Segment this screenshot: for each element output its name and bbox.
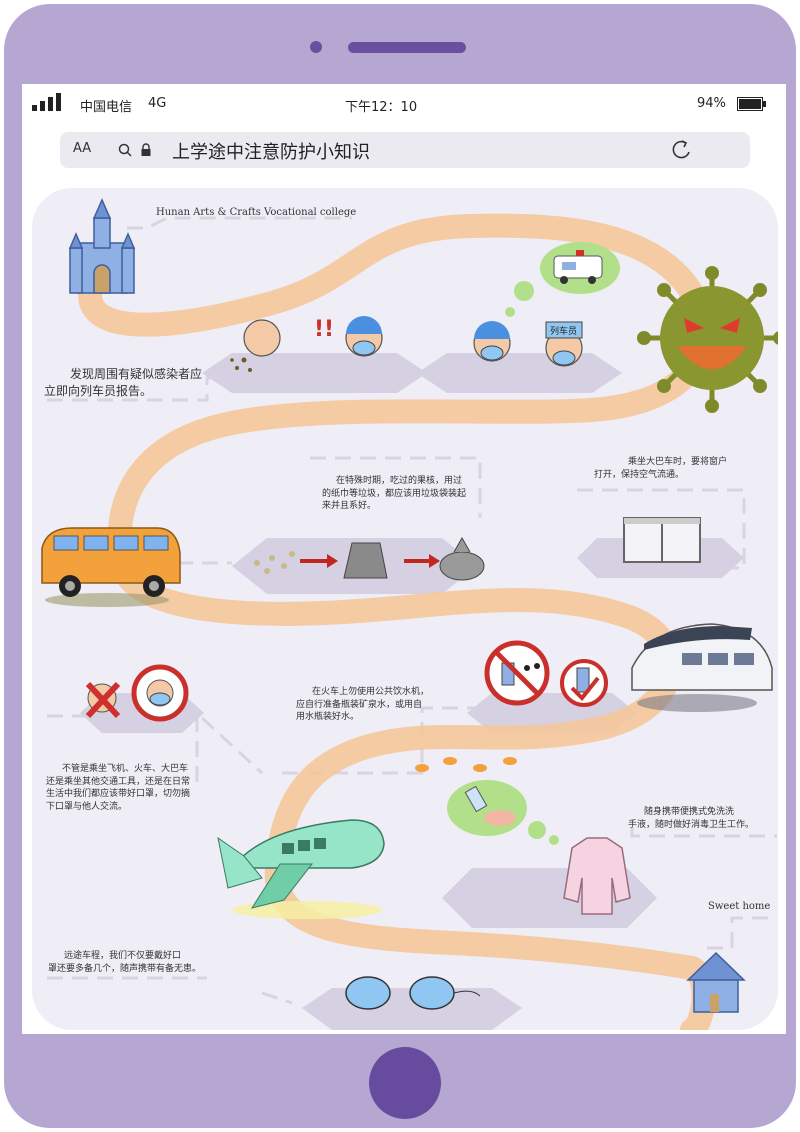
reload-icon[interactable] bbox=[670, 138, 694, 166]
route-art: !! 列车员 bbox=[41, 198, 778, 1030]
ambulance-thought-icon bbox=[505, 242, 620, 317]
bus-window-icon bbox=[623, 517, 701, 563]
address-bar[interactable]: AA 上学途中注意防护小知识 bbox=[60, 132, 750, 168]
hand-sanitizer-thought-icon bbox=[447, 780, 559, 845]
network-label: 4G bbox=[148, 96, 167, 111]
battery-percent: 94% bbox=[697, 96, 726, 111]
note-train-water: 在火车上勿使用公共饮水机， 应自行准备瓶装矿泉水，或用自 用水瓶装好水。 bbox=[296, 687, 430, 723]
camera-dot bbox=[310, 41, 322, 53]
airplane-icon bbox=[217, 819, 385, 919]
conductor-icon bbox=[545, 321, 583, 367]
text-size-button[interactable]: AA bbox=[73, 141, 92, 156]
battery-icon bbox=[737, 97, 767, 115]
virus-icon bbox=[637, 266, 778, 413]
carrier-label: 中国电信 bbox=[80, 100, 133, 115]
signal-icon bbox=[32, 93, 64, 115]
coughing-person-icon bbox=[230, 319, 281, 372]
clock: 下午12：10 bbox=[345, 100, 418, 115]
spare-masks-icon bbox=[345, 976, 481, 1010]
note-bus-window: 乘坐大巴车时，要将窗户 打开，保持空气流通。 bbox=[594, 457, 728, 480]
home-button[interactable] bbox=[369, 1047, 441, 1119]
page-title: 上学途中注意防护小知识 bbox=[172, 142, 370, 163]
arrow-right-icon bbox=[300, 554, 338, 568]
tied-trash-bag-icon bbox=[439, 536, 485, 581]
no-public-water-icon bbox=[484, 640, 550, 706]
masked-passenger-2-icon bbox=[473, 321, 511, 362]
masked-passenger-icon bbox=[345, 316, 383, 357]
note-report: 发现周围有疑似感染者应 立即向列车员报告。 bbox=[44, 367, 203, 398]
note-transport-mask: 不管是乘坐飞机、火车、大巴车 还是乘坐其他交通工具，还是在日常 生活中我们都应该… bbox=[46, 764, 191, 812]
note-garbage: 在特殊时期，吃过的果核，用过 的纸巾等垃圾，都应该用垃圾袋装起 来并且系好。 bbox=[322, 476, 467, 512]
home-label: Sweet home bbox=[708, 901, 771, 912]
do-not-remove-mask-icon bbox=[85, 681, 121, 719]
alarm-exclaim: !! bbox=[314, 317, 334, 342]
college-label: Hunan Arts & Crafts Vocational college bbox=[156, 207, 357, 218]
phone-frame: 中国电信 4G 下午12：10 94% AA 上学途中注意防护小知识 bbox=[4, 4, 796, 1128]
phone-screen: 中国电信 4G 下午12：10 94% AA 上学途中注意防护小知识 bbox=[22, 84, 786, 1034]
high-speed-train-icon bbox=[631, 623, 773, 712]
bus-icon bbox=[41, 527, 181, 607]
note-spare-masks: 远途车程，我们不仅要戴好口 罩还要多备几个，随声携带有备无患。 bbox=[48, 951, 202, 974]
college-castle-icon bbox=[68, 198, 136, 294]
home-house-icon bbox=[686, 951, 746, 1013]
wear-mask-ok-icon bbox=[131, 664, 189, 722]
note-sanitizer: 随身携带便携式免洗洗 手液，随时做好消毒卫生工作。 bbox=[628, 807, 755, 830]
fruit-cores-icon bbox=[254, 551, 295, 574]
bottled-water-ok-icon bbox=[560, 659, 608, 707]
arrow-right-2-icon bbox=[404, 554, 440, 568]
infographic-map: !! 列车员 bbox=[32, 188, 778, 1030]
conductor-cap-label: 列车员 bbox=[550, 325, 577, 337]
footprints-icon bbox=[415, 757, 517, 772]
lock-icon bbox=[140, 142, 152, 161]
pink-coat-icon bbox=[563, 837, 631, 915]
open-trash-bag-icon bbox=[343, 542, 388, 579]
search-icon bbox=[118, 142, 132, 161]
speaker-bar bbox=[348, 42, 466, 53]
